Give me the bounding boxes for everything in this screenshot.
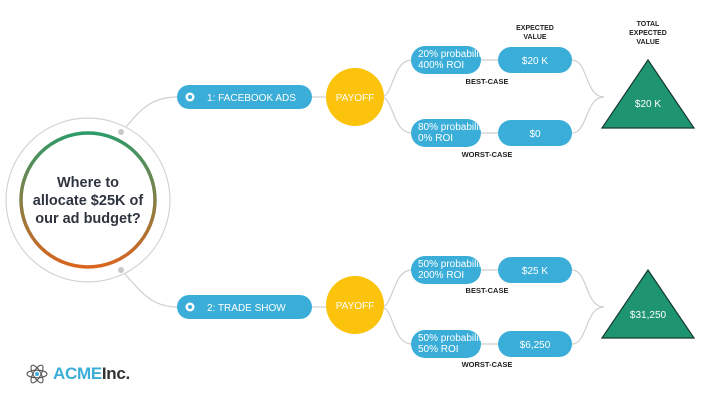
option-label: 2: TRADE SHOW — [207, 303, 286, 314]
expected-value: $25 K — [522, 266, 548, 277]
outcome-probability: 20% probability — [418, 49, 486, 60]
outcome-probability: 50% probability — [418, 333, 486, 344]
payoff-node — [326, 68, 384, 126]
case-label: WORST-CASE — [462, 360, 513, 369]
option-bullet-icon-center — [188, 95, 192, 99]
brand-name: ACMEInc. — [53, 364, 130, 384]
total-expected-value-header: VALUE — [636, 39, 660, 46]
total-value-triangle — [600, 268, 696, 339]
total-expected-value-header: EXPECTED — [629, 30, 667, 37]
connector-dot — [118, 129, 124, 135]
expected-value-pill — [498, 257, 572, 283]
acme-logo: ACMEInc. — [26, 363, 130, 385]
question-gradient-ring — [19, 131, 157, 269]
atom-icon — [26, 364, 48, 384]
option-bullet-icon-center — [188, 305, 192, 309]
expected-value-header: VALUE — [523, 34, 547, 41]
question-text: Where to allocate $25K of our ad budget? — [33, 175, 144, 227]
payoff-node — [326, 276, 384, 334]
option-label: 1: FACEBOOK ADS — [207, 93, 296, 104]
question-line-3: our ad budget? — [35, 211, 141, 227]
option-trade-show: 2: TRADE SHOW PAYOFF 50% probability 200… — [177, 256, 696, 369]
question-line-2: allocate $25K of — [33, 193, 144, 209]
question-line-1: Where to — [57, 175, 119, 191]
outcome-pill — [411, 330, 481, 358]
outcome-roi: 0% ROI — [418, 133, 453, 144]
expected-value-header: EXPECTED — [516, 25, 554, 32]
expected-value: $6,250 — [520, 340, 551, 351]
connector-lines — [121, 59, 605, 345]
outcome-roi: 50% ROI — [418, 344, 459, 355]
case-label: BEST-CASE — [466, 77, 509, 86]
connector-dot — [118, 267, 124, 273]
payoff-label: PAYOFF — [336, 93, 375, 104]
brand-name-inc: Inc. — [101, 364, 130, 383]
case-label: WORST-CASE — [462, 150, 513, 159]
outcome-pill — [411, 46, 481, 74]
expected-value-pill — [498, 331, 572, 357]
expected-value-pill — [498, 47, 572, 73]
total-expected-value-header: TOTAL — [637, 21, 660, 28]
outcome-pill — [411, 256, 481, 284]
option-pill[interactable] — [177, 295, 312, 319]
expected-value-pill — [498, 120, 572, 146]
option-pill[interactable] — [177, 85, 312, 109]
outcome-roi: 400% ROI — [418, 60, 464, 71]
expected-value: $20 K — [522, 56, 548, 67]
expected-value: $0 — [529, 129, 541, 140]
case-label: BEST-CASE — [466, 286, 509, 295]
outcome-roi: 200% ROI — [418, 270, 464, 281]
column-headers: EXPECTED VALUE TOTAL EXPECTED VALUE — [516, 21, 667, 46]
total-value-triangle — [600, 58, 696, 129]
total-expected-value: $31,250 — [630, 310, 667, 321]
brand-name-acme: ACME — [53, 364, 102, 383]
outcome-pill — [411, 119, 481, 147]
outcome-probability: 50% probability — [418, 259, 486, 270]
payoff-label: PAYOFF — [336, 301, 375, 312]
total-expected-value: $20 K — [635, 99, 661, 110]
option-facebook-ads: 1: FACEBOOK ADS PAYOFF 20% probability 4… — [177, 46, 696, 159]
outcome-probability: 80% probability — [418, 122, 486, 133]
